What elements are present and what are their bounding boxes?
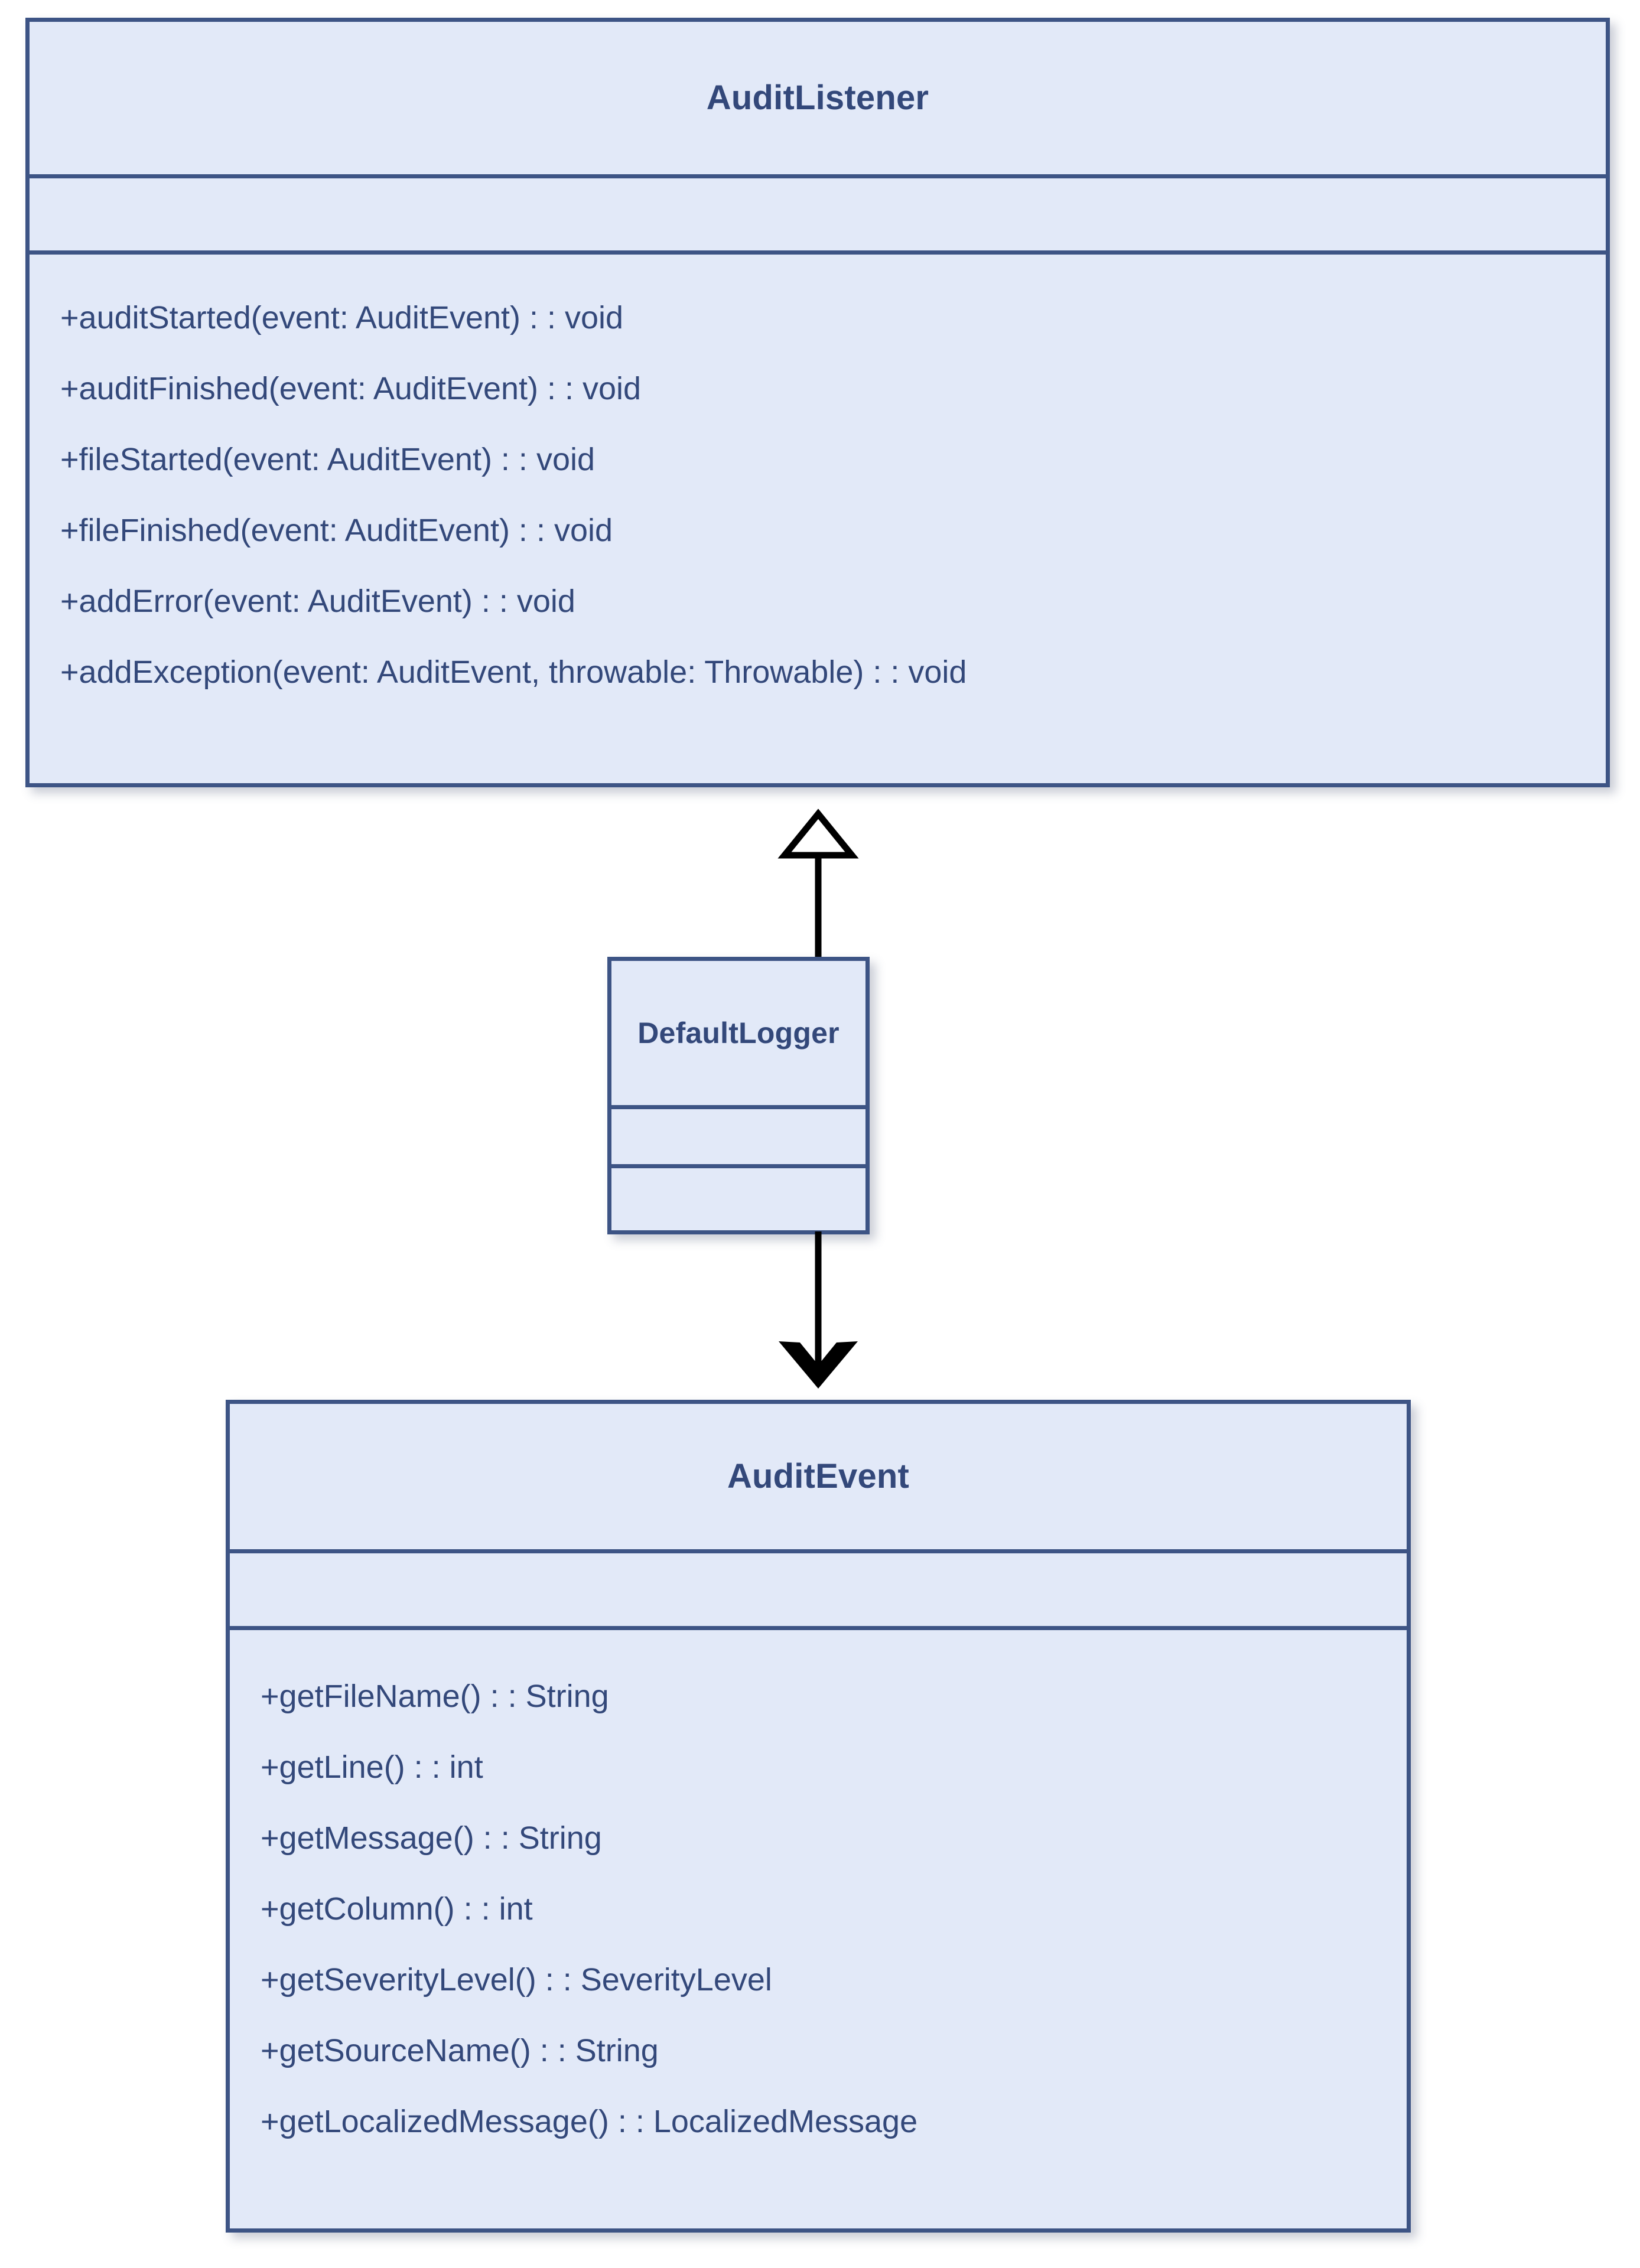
class-method-row: +fileFinished(event: AuditEvent) : : voi… (60, 513, 613, 548)
uml-class-default-logger[interactable]: DefaultLogger (607, 957, 870, 1234)
class-title-compartment-audit-event: AuditEvent (230, 1404, 1407, 1553)
class-method-row: +getMessage() : : String (261, 1820, 602, 1856)
class-name-default-logger: DefaultLogger (637, 1016, 839, 1050)
class-methods-compartment-audit-listener: +auditStarted(event: AuditEvent) : : voi… (30, 255, 1606, 778)
class-method-row: +fileStarted(event: AuditEvent) : : void (60, 442, 596, 477)
class-title-compartment-audit-listener: AuditListener (30, 22, 1606, 178)
class-attributes-compartment-audit-listener (30, 178, 1606, 255)
class-method-row: +getFileName() : : String (261, 1679, 609, 1714)
class-attributes-compartment-default-logger (611, 1109, 865, 1168)
class-method-row: +getLocalizedMessage() : : LocalizedMess… (261, 2104, 918, 2139)
connector-dependency-default-logger-to-audit-event (779, 1231, 858, 1389)
class-method-row: +auditStarted(event: AuditEvent) : : voi… (60, 300, 624, 335)
solid-arrowhead-icon (779, 1341, 858, 1389)
class-name-audit-listener: AuditListener (706, 79, 929, 118)
class-method-row: +addError(event: AuditEvent) : : void (60, 584, 575, 619)
uml-class-audit-listener[interactable]: AuditListener +auditStarted(event: Audit… (25, 18, 1610, 787)
class-name-audit-event: AuditEvent (727, 1457, 910, 1496)
hollow-triangle-arrowhead-icon (777, 809, 859, 859)
class-method-row: +getLine() : : int (261, 1749, 483, 1785)
class-title-compartment-default-logger: DefaultLogger (611, 961, 865, 1109)
class-method-row: +addException(event: AuditEvent, throwab… (60, 654, 967, 690)
class-methods-compartment-audit-event: +getFileName() : : String +getLine() : :… (230, 1630, 1407, 2223)
class-method-row: +auditFinished(event: AuditEvent) : : vo… (60, 371, 642, 406)
uml-class-audit-event[interactable]: AuditEvent +getFileName() : : String +ge… (226, 1400, 1411, 2233)
class-method-row: +getColumn() : : int (261, 1891, 533, 1927)
connector-generalization-default-logger-to-audit-listener (777, 809, 859, 962)
class-method-row: +getSourceName() : : String (261, 2033, 659, 2068)
class-attributes-compartment-audit-event (230, 1553, 1407, 1630)
class-method-row: +getSeverityLevel() : : SeverityLevel (261, 1962, 772, 1997)
class-methods-compartment-default-logger (611, 1168, 865, 1226)
